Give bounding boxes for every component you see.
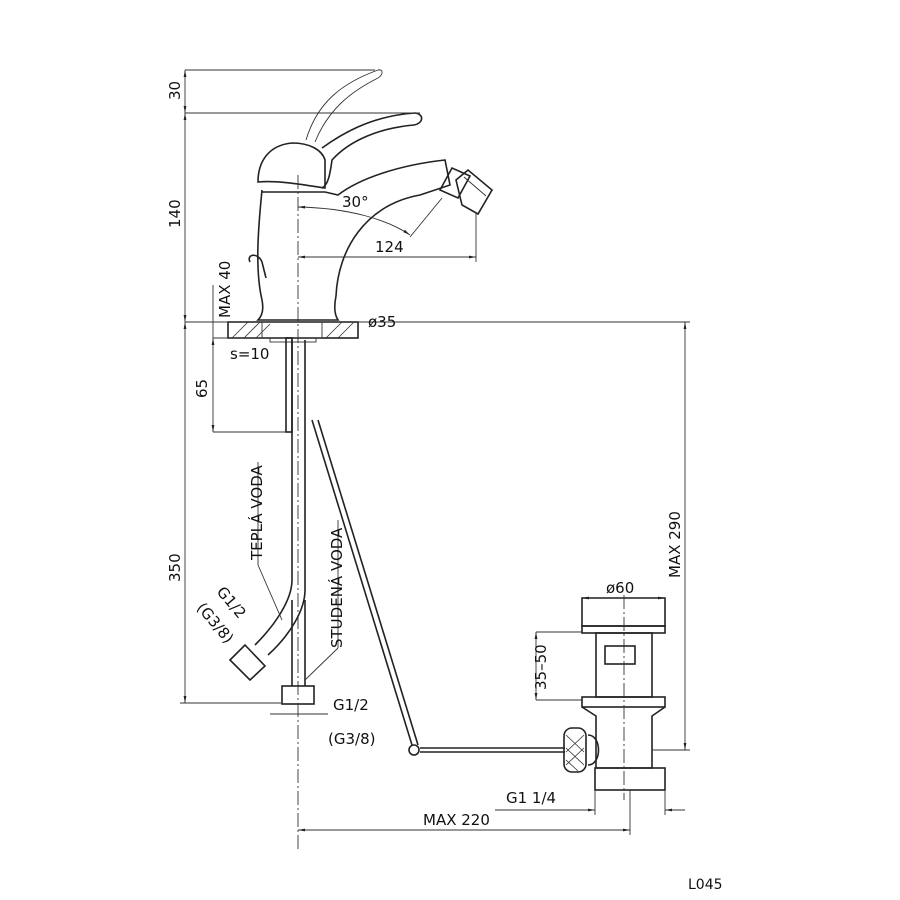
label-cold-thread: G1/2 (333, 696, 369, 714)
label-dim-angle: 30° (342, 193, 369, 211)
dimension-max-depth: MAX 290 (652, 322, 690, 751)
dimension-max-thickness: MAX 40 (212, 261, 234, 338)
label-cold-water: STUDENÁ VODA (327, 527, 346, 648)
label-cold-thread-alt: (G3/8) (328, 730, 375, 748)
cold-fitting (281, 685, 315, 705)
label-dim-spout-reach: 124 (375, 238, 404, 256)
dimension-waste-diameter: ø60 (582, 579, 665, 600)
popup-knob (248, 254, 267, 279)
label-dim-height: 140 (166, 199, 184, 228)
bidet-nozzle (438, 166, 494, 216)
popup-rod (311, 419, 565, 756)
dimension-height: 140 (166, 113, 187, 322)
label-dim-shank: 65 (193, 379, 211, 398)
dimension-angle: 30° (297, 193, 443, 238)
hot-fitting (228, 643, 267, 682)
lever-raised-outline (305, 69, 383, 143)
label-dim-max-thickness: MAX 40 (216, 261, 234, 318)
pop-up-waste (563, 597, 666, 791)
shank (285, 337, 293, 433)
label-dim-hole: ø35 (368, 313, 396, 331)
label-dim-waste-range: 35–50 (532, 644, 550, 690)
dimension-shank: 65 (193, 338, 290, 433)
hot-hose-outer (267, 340, 306, 656)
dimension-hose-length: 350 (166, 322, 282, 704)
label-hot-water: TEPLÁ VODA (247, 464, 266, 561)
faucet-head (257, 142, 326, 189)
label-dim-lever-swing: 30 (166, 81, 184, 100)
label-dim-max-depth: MAX 290 (666, 511, 684, 578)
dimension-max-rod: MAX 220 (298, 790, 631, 835)
label-waste-thread: G1 1/4 (506, 789, 556, 807)
dimension-lever: 30 (166, 69, 420, 114)
hot-hose (254, 340, 293, 646)
label-dim-hose-length: 350 (166, 553, 184, 582)
waste-knurled-nut (563, 727, 587, 773)
faucet-body (256, 159, 451, 321)
label-dim-gasket: s=10 (230, 345, 269, 363)
dimension-waste-thread: G1 1/4 (495, 789, 685, 815)
dimension-waste-range: 35–50 (532, 631, 582, 701)
label-dim-waste-diameter: ø60 (606, 579, 634, 597)
mounting-plate (227, 321, 359, 343)
dimension-reach: 124 (298, 212, 477, 262)
lever (321, 112, 423, 189)
drawing-code: L045 (688, 877, 723, 893)
label-dim-max-rod: MAX 220 (423, 811, 490, 829)
